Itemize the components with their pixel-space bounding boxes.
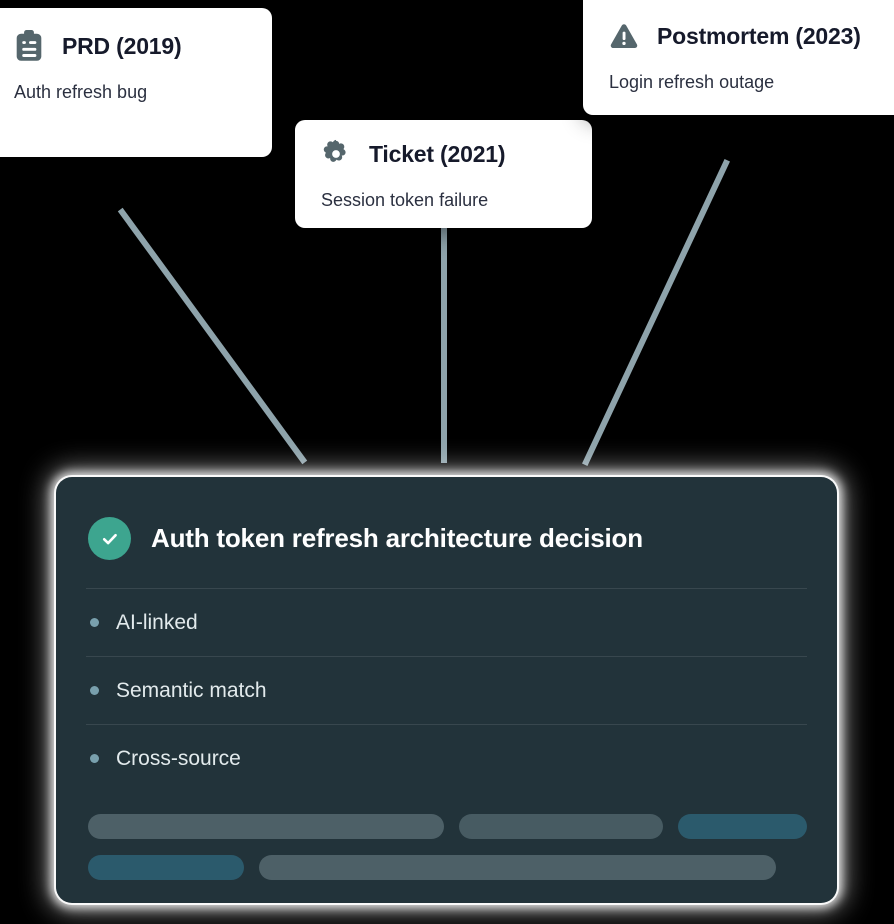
feature-label: Semantic match	[116, 678, 267, 702]
connector-line-prd	[117, 207, 308, 465]
connector-line-postmortem	[582, 159, 730, 466]
skeleton-bars	[86, 792, 807, 880]
skeleton-bar-row	[86, 814, 807, 839]
source-card-title: PRD (2019)	[62, 32, 182, 59]
skeleton-bar-row	[86, 855, 807, 880]
source-card-ticket[interactable]: Ticket (2021) Session token failure	[295, 120, 592, 228]
target-card-header: Auth token refresh architecture decision	[86, 505, 807, 588]
bullet-dot-icon	[90, 618, 99, 627]
source-card-title: Postmortem (2023)	[657, 22, 861, 49]
source-card-subtitle: Session token failure	[321, 190, 489, 210]
feature-label: AI-linked	[116, 610, 198, 634]
skeleton-bar	[259, 855, 776, 880]
source-card-header: Ticket (2021)	[321, 138, 566, 170]
skeleton-bar-accent	[88, 855, 244, 880]
source-card-postmortem[interactable]: Postmortem (2023) Login refresh outage	[583, 0, 894, 115]
source-card-title: Ticket (2021)	[369, 140, 506, 167]
warning-triangle-icon	[610, 24, 638, 48]
bullet-dot-icon	[90, 686, 99, 695]
feature-row-cross-source[interactable]: Cross-source	[86, 724, 807, 792]
source-card-header: Postmortem (2023)	[609, 20, 887, 52]
clipboard-icon	[16, 30, 42, 61]
source-card-subtitle: Login refresh outage	[609, 72, 775, 92]
skeleton-bar	[458, 814, 664, 839]
skeleton-bar-accent	[678, 814, 807, 839]
check-circle-icon	[88, 517, 131, 560]
bullet-dot-icon	[90, 754, 99, 763]
skeleton-bar	[88, 814, 444, 839]
target-card-decision[interactable]: Auth token refresh architecture decision…	[56, 477, 837, 903]
source-card-prd[interactable]: PRD (2019) Auth refresh bug	[0, 8, 272, 157]
target-card-title: Auth token refresh architecture decision	[151, 523, 643, 553]
source-card-subtitle: Auth refresh bug	[14, 82, 148, 102]
gear-icon	[323, 139, 346, 162]
feature-row-ai-linked[interactable]: AI-linked	[86, 588, 807, 656]
feature-label: Cross-source	[116, 746, 241, 770]
feature-list: AI-linked Semantic match Cross-source	[86, 588, 807, 792]
source-card-header: PRD (2019)	[8, 30, 246, 62]
feature-row-semantic-match[interactable]: Semantic match	[86, 656, 807, 724]
